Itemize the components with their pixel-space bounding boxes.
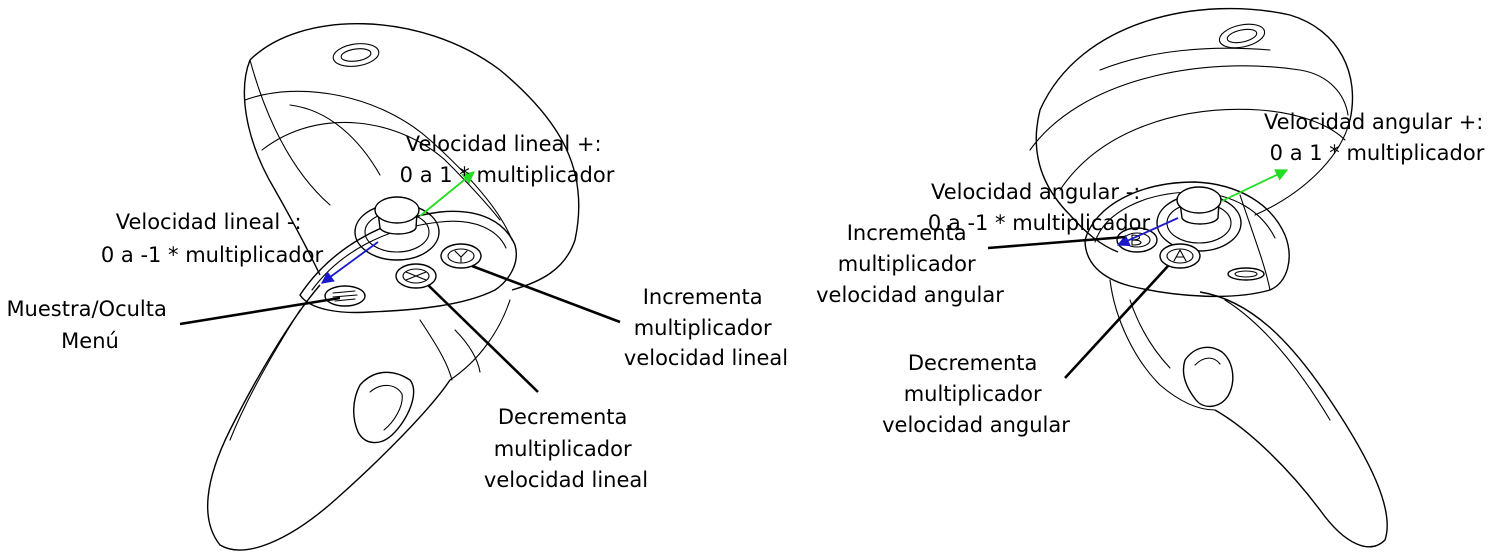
left-linear-minus-label: Velocidad lineal -: 0 a -1 * multiplicad… <box>101 210 324 267</box>
left-menu-label: Muestra/Oculta Menú <box>6 297 173 353</box>
left-menu-button <box>324 285 366 307</box>
right-increment-leader <box>987 235 1126 250</box>
right-thumbstick <box>1156 186 1242 252</box>
right-a-button <box>1159 243 1201 269</box>
left-positive-arrow <box>419 171 475 217</box>
left-decrement-leader <box>427 284 539 393</box>
left-linear-plus-label: Velocidad lineal +: 0 a 1 * multiplicado… <box>400 132 615 187</box>
right-angular-plus-label: Velocidad angular +: 0 a 1 * multiplicad… <box>1264 110 1490 165</box>
left-controller: Velocidad lineal +: 0 a 1 * multiplicado… <box>6 23 788 551</box>
left-thumbstick <box>354 196 440 261</box>
right-angular-minus-label: Velocidad angular -: 0 a -1 * multiplica… <box>928 180 1151 235</box>
left-y-button <box>440 243 482 269</box>
right-positive-arrow <box>1221 169 1289 202</box>
right-tracking-ring <box>1029 7 1354 253</box>
right-controller: Velocidad angular +: 0 a 1 * multiplicad… <box>816 7 1490 548</box>
left-tracking-ring <box>243 23 580 291</box>
left-decrement-label: Decrementa multiplicador velocidad linea… <box>484 405 648 492</box>
left-x-button <box>395 263 437 289</box>
left-increment-leader <box>471 264 621 324</box>
right-decrement-leader <box>1064 265 1169 379</box>
right-increment-label: Incrementa multiplicador velocidad angul… <box>816 221 1004 307</box>
left-increment-label: Incrementa multiplicador velocidad linea… <box>624 285 788 370</box>
right-handle <box>1109 279 1388 548</box>
left-handle <box>206 284 511 551</box>
left-negative-arrow <box>320 241 379 284</box>
right-negative-arrow <box>1116 217 1179 247</box>
left-menu-leader <box>179 296 341 326</box>
right-decrement-label: Decrementa multiplicador velocidad angul… <box>882 351 1070 437</box>
